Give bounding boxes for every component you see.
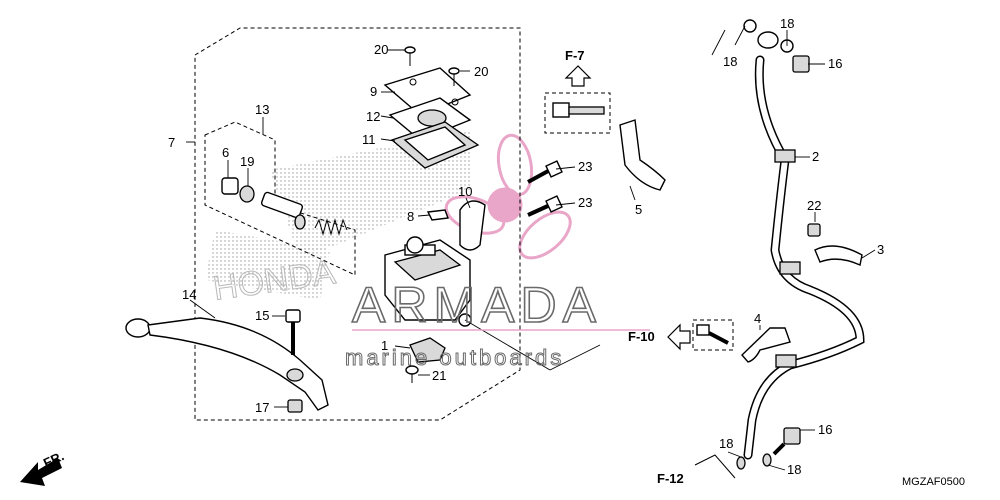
callout-23-lower: 23 — [578, 195, 592, 210]
callout-1: 1 — [381, 338, 388, 353]
screw-20-left — [404, 46, 416, 66]
arrow-f10: F-10 — [628, 323, 691, 351]
front-arrow: FR. — [20, 448, 66, 486]
callout-20-right: 20 — [474, 64, 488, 79]
hose-clip-5 — [619, 119, 666, 191]
callout-5: 5 — [635, 202, 642, 217]
callout-4: 4 — [754, 311, 761, 326]
callout-6: 6 — [222, 145, 229, 160]
callout-14: 14 — [182, 287, 196, 302]
ref-f12: F-12 — [657, 471, 684, 486]
screw-20-right — [448, 67, 460, 86]
f10-bolt — [696, 324, 729, 345]
callout-18-top-right: 18 — [780, 16, 794, 31]
callout-13: 13 — [255, 102, 269, 117]
washer-18-bottom-left — [736, 456, 746, 470]
clamp-10 — [459, 200, 486, 251]
bolt-23-lower — [527, 195, 563, 217]
callout-2: 2 — [812, 149, 819, 164]
front-label: FR. — [41, 448, 66, 470]
ref-f10: F-10 — [628, 329, 655, 344]
bolt-23-upper — [527, 160, 563, 184]
master-cylinder-body — [384, 236, 472, 327]
piston — [260, 191, 306, 230]
switch-1 — [409, 337, 446, 363]
pivot-bolt-15 — [285, 309, 301, 355]
callout-19: 19 — [240, 154, 254, 169]
callout-18-top-left: 18 — [723, 54, 737, 69]
callout-18-bottom-right: 18 — [787, 462, 801, 477]
cap-plate — [388, 97, 472, 141]
callout-9: 9 — [370, 84, 377, 99]
f7-bolt — [552, 102, 605, 118]
diaphragm — [390, 121, 480, 169]
callout-12: 12 — [366, 109, 380, 124]
hose-clamp-3 — [814, 245, 863, 267]
brake-lever-14 — [125, 317, 329, 411]
nut-17 — [287, 399, 303, 413]
banjo-top — [743, 19, 794, 53]
brand-logo — [444, 133, 572, 260]
piston-spring — [314, 218, 348, 236]
assembly-boundary-13 — [204, 121, 356, 276]
reservoir-cap — [383, 67, 472, 116]
leader-lines — [186, 25, 876, 471]
callout-numbers: 1 2 3 4 5 6 7 8 9 10 11 12 13 14 15 16 1… — [168, 16, 884, 477]
reference-box-f7 — [544, 92, 611, 134]
callout-23-upper: 23 — [578, 159, 592, 174]
callout-10: 10 — [458, 184, 472, 199]
hose-bracket-4 — [741, 327, 791, 363]
banjo-bolt-16-top — [792, 55, 810, 73]
bolt-22 — [807, 223, 821, 237]
pin-8 — [426, 209, 449, 221]
diagram-code: MGZAF0500 — [902, 476, 965, 488]
brand-watermark: ARMADA — [352, 277, 602, 333]
brake-hose-2 — [743, 55, 865, 460]
brand-subtitle: marine outboards — [345, 345, 564, 370]
callout-18-bottom-left: 18 — [719, 436, 733, 451]
ref-f7: F-7 — [565, 48, 585, 63]
seal-19 — [239, 185, 255, 203]
callout-16-top: 16 — [828, 56, 842, 71]
washer-18-bottom-right — [762, 453, 772, 467]
callout-21: 21 — [432, 368, 446, 383]
callout-22: 22 — [807, 198, 821, 213]
callout-8: 8 — [407, 209, 414, 224]
arrow-f12: F-12 — [657, 454, 736, 486]
callout-20-left: 20 — [374, 42, 388, 57]
banjo-bolt-16-bottom — [772, 427, 801, 456]
callout-15: 15 — [255, 308, 269, 323]
callout-16-bottom: 16 — [818, 422, 832, 437]
screw-21 — [405, 365, 419, 383]
callout-17: 17 — [255, 400, 269, 415]
callout-11: 11 — [362, 132, 376, 147]
arrow-f7: F-7 — [564, 48, 592, 87]
callout-3: 3 — [877, 242, 884, 257]
callout-7: 7 — [168, 135, 175, 150]
boot-6 — [221, 177, 239, 195]
assembly-boundary-7 — [194, 27, 521, 421]
